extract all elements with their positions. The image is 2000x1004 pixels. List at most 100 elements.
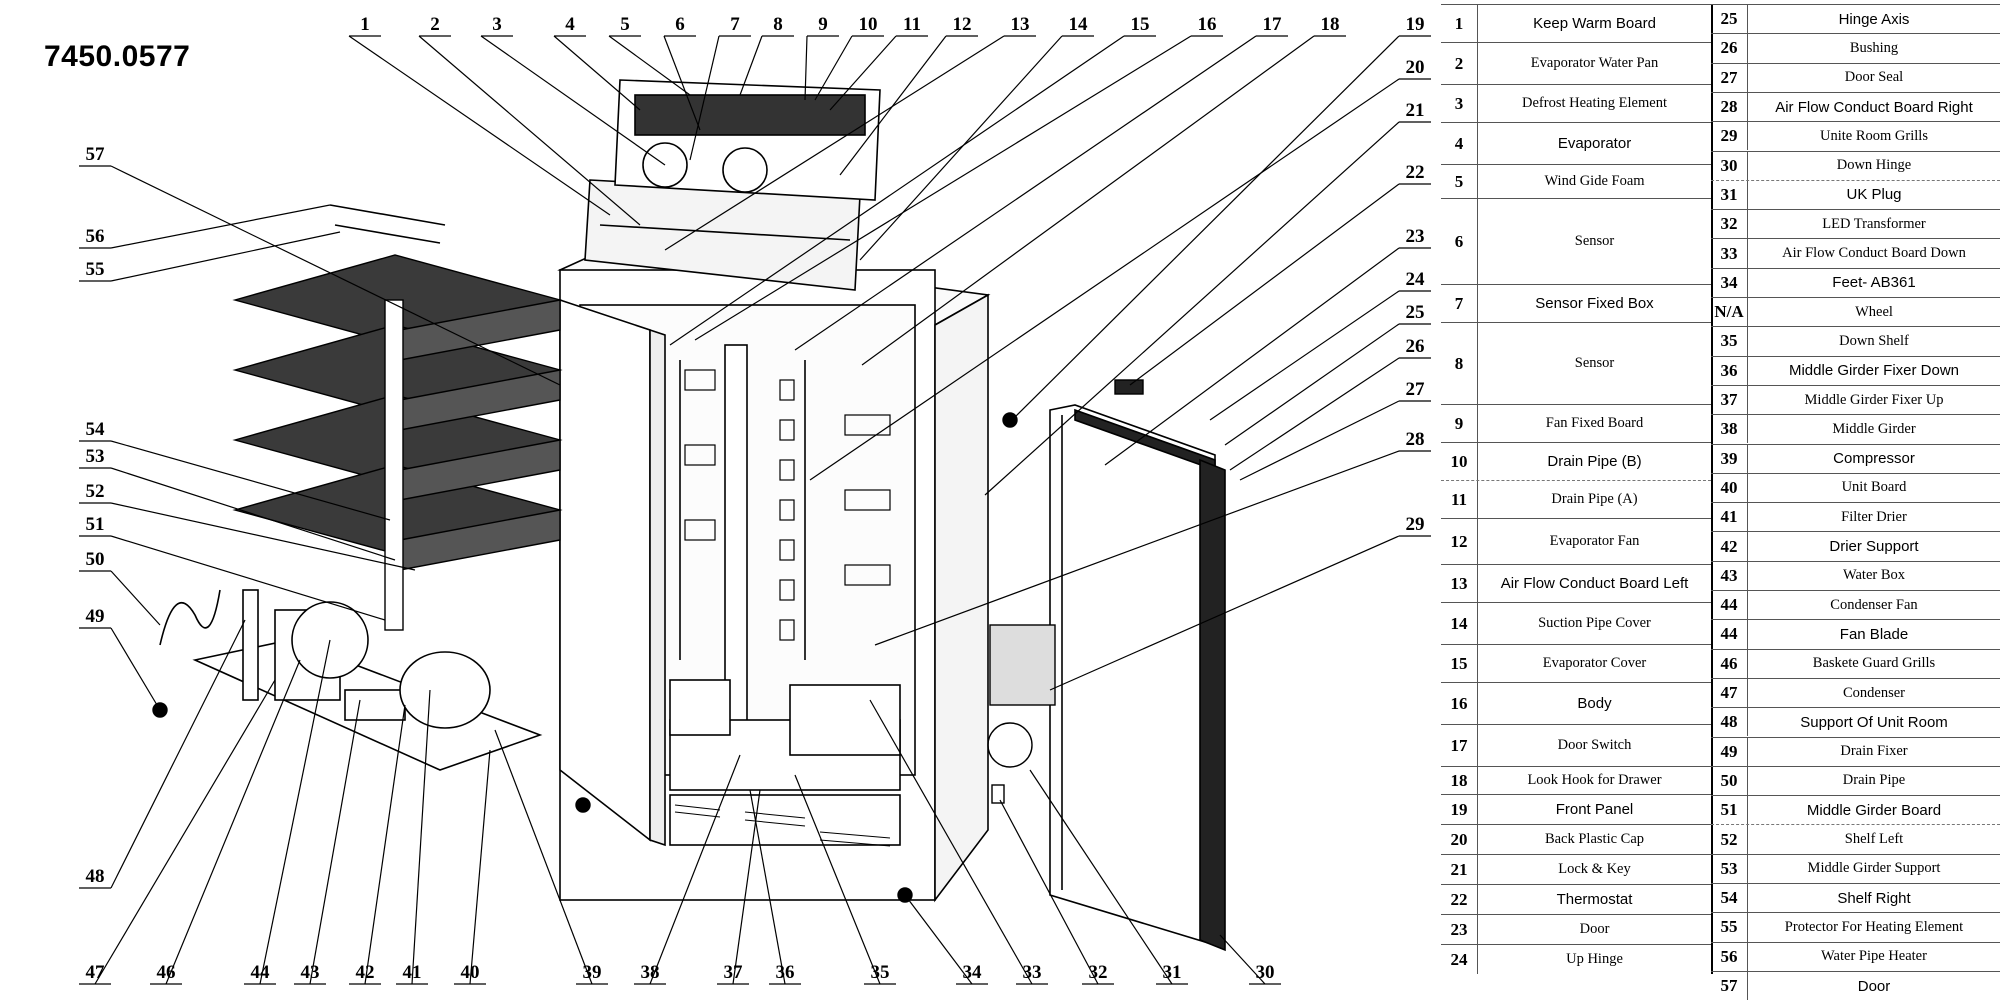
callout-56: 56 [86, 226, 105, 247]
callout-37: 37 [724, 962, 744, 983]
part-name: Back Plastic Cap [1544, 831, 1645, 847]
part-name: Unite Room Grills [1820, 127, 1928, 144]
part-number: 11 [1441, 481, 1478, 518]
callout-51: 51 [86, 514, 105, 535]
leader-line [1104, 247, 1400, 466]
part-number: 6 [1441, 199, 1478, 284]
leader-line [794, 774, 881, 985]
callout-40: 40 [461, 962, 480, 983]
part-number: 55 [1711, 913, 1748, 942]
part-name: Middle Girder Support [1807, 860, 1941, 877]
leader-lines [79, 35, 1431, 985]
part-name: Door [1579, 921, 1610, 937]
callout-4: 4 [565, 14, 575, 35]
leader-line [663, 35, 701, 131]
parts-table-row: 26 Bushing [1711, 33, 2000, 63]
part-number: 15 [1441, 645, 1478, 682]
part-number: 4 [1441, 123, 1478, 164]
part-name: Fan Blade [1839, 625, 1909, 643]
part-name: Drier Support [1829, 538, 1919, 556]
part-name: Bushing [1849, 39, 1899, 56]
part-number: 44 [1711, 620, 1748, 649]
part-number: 3 [1441, 85, 1478, 122]
leader-line [804, 35, 808, 101]
leader-line [1129, 183, 1400, 386]
leader-line [553, 35, 641, 111]
callout-46: 46 [157, 962, 176, 983]
part-number: 33 [1711, 239, 1748, 268]
leader-line [110, 619, 246, 889]
part-name: Sensor [1574, 355, 1615, 371]
left-door [559, 298, 666, 847]
part-number: 19 [1441, 795, 1478, 824]
parts-table-row: 8 Sensor [1441, 322, 1711, 404]
leader-line [110, 231, 341, 282]
part-number: 47 [1711, 678, 1748, 708]
part-number: 35 [1711, 327, 1748, 356]
model-number: 7450.0577 [44, 40, 191, 73]
part-number: 26 [1711, 34, 1748, 63]
leader-line [794, 35, 1257, 351]
shelves [232, 254, 563, 631]
part-name: Suction Pipe Cover [1538, 615, 1651, 631]
part-number: 13 [1441, 565, 1478, 602]
leader-line [348, 35, 611, 216]
leader-line [94, 679, 276, 985]
part-number: 24 [1441, 945, 1478, 974]
part-number: 17 [1441, 725, 1478, 766]
part-name: Air Flow Conduct Board Left [1500, 575, 1689, 592]
leader-line [809, 78, 1400, 481]
part-name: Keep Warm Board [1533, 15, 1656, 32]
part-name: Evaporator Fan [1549, 533, 1640, 549]
part-name: Middle Girder Fixer Up [1804, 391, 1944, 408]
part-name: Door Switch [1557, 737, 1632, 753]
part-name: Shelf Right [1837, 889, 1911, 907]
parts-table-row: 12 Evaporator Fan [1441, 518, 1711, 564]
part-name: Wind Gide Foam [1544, 173, 1645, 189]
callout-57: 57 [86, 144, 106, 165]
callout-17: 17 [1263, 14, 1283, 35]
callout-7: 7 [730, 14, 740, 35]
callout-23: 23 [1406, 226, 1425, 247]
exploded-view-drawing: 1234567891011121314151617181920212223242… [79, 14, 1431, 985]
part-name: Shelf Left [1844, 831, 1904, 848]
leader-line [999, 799, 1099, 985]
leader-line [110, 627, 161, 711]
part-name: Door [1857, 977, 1891, 995]
callout-48: 48 [86, 866, 105, 887]
leader-line [110, 440, 391, 521]
part-number: 20 [1441, 825, 1478, 854]
part-number: 48 [1711, 708, 1748, 737]
part-number: 27 [1711, 63, 1748, 92]
part-number: 21 [1441, 855, 1478, 884]
part-name: Air Flow Conduct Board Down [1782, 245, 1966, 262]
part-number: 51 [1711, 796, 1748, 825]
part-name: Thermostat [1556, 891, 1633, 908]
part-name: Drain Pipe [1842, 772, 1906, 789]
leader-line [732, 789, 761, 985]
callout-13: 13 [1011, 14, 1030, 35]
part-name: UK Plug [1846, 186, 1902, 204]
part-number: 52 [1711, 825, 1748, 854]
callout-32: 32 [1089, 962, 1108, 983]
leader-line [608, 35, 691, 96]
part-number: 8 [1441, 323, 1478, 404]
part-number: 12 [1441, 519, 1478, 564]
leader-line [110, 535, 386, 621]
callout-27: 27 [1406, 379, 1426, 400]
callout-3: 3 [492, 14, 502, 35]
